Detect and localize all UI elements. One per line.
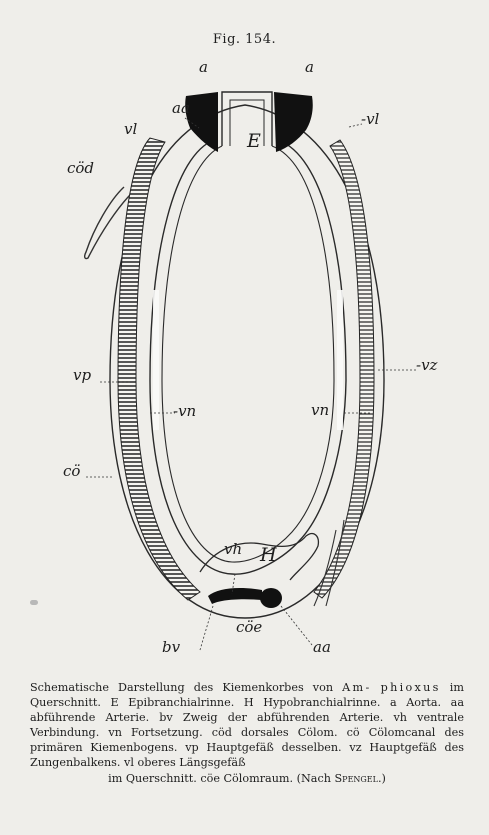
aorta-left [185, 92, 218, 152]
label-vn-right: vn [311, 403, 329, 418]
label-aa-bottom: aa [313, 640, 331, 655]
caption-body: im Querschnitt. E Epibranchialrinne. H H… [30, 681, 464, 769]
branchial-basket-diagram [0, 0, 489, 680]
caption-line1-prefix: Schematische Darstellung des Kiemenkorbe… [30, 681, 342, 694]
caption-last-line: im Querschnitt. cöe Cölomraum. (Nach Spe… [30, 771, 464, 786]
label-vz: -vz [416, 358, 437, 373]
right-gill-bars [314, 140, 374, 598]
inner-pharynx-wall-2 [162, 146, 334, 562]
label-aa-top: aa [172, 101, 190, 116]
label-vl-left: vl [124, 122, 137, 137]
label-vp: vp [73, 368, 91, 383]
label-vn-left: -vn [173, 404, 196, 419]
label-coe: cöe [236, 620, 262, 635]
label-aorta-right: a [305, 60, 314, 75]
caption-last-line-suffix: .) [378, 772, 386, 785]
scan-mark [30, 600, 38, 605]
inner-pharynx-wall [150, 140, 346, 574]
ventral-connection [208, 588, 262, 604]
label-E: E [247, 132, 261, 151]
caption-author: Spengel [335, 772, 378, 785]
aorta-right [274, 92, 313, 152]
label-vh: vh [224, 542, 242, 557]
label-bv: bv [162, 640, 180, 655]
label-co: cö [63, 464, 80, 479]
caption-line1-spaced: Am- [342, 681, 371, 694]
label-cod: cöd [67, 161, 94, 176]
ventral-vessel-bulb [260, 588, 282, 608]
figure-caption: Schematische Darstellung des Kiemenkorbe… [30, 680, 464, 786]
label-vl-right: -vl [361, 112, 379, 127]
label-H: H [260, 546, 277, 565]
caption-line2-spaced: phioxus [381, 681, 441, 694]
caption-last-line-prefix: im Querschnitt. cöe Cölomraum. (Nach [108, 772, 334, 785]
label-aorta-left: a [199, 60, 208, 75]
